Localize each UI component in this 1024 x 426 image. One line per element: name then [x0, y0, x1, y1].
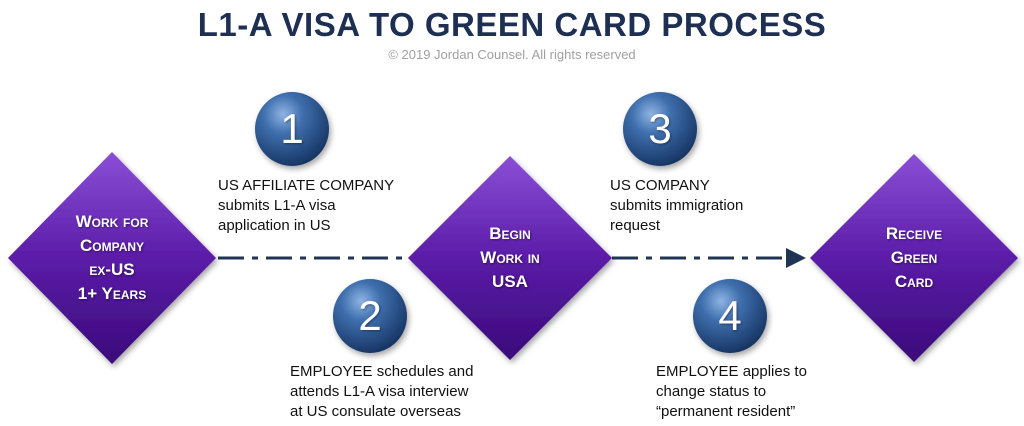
stage-label-work-ex-us: Work for Company ex-US 1+ Years — [52, 210, 172, 306]
stage-label-line: USA — [492, 272, 528, 291]
connector-arrowhead — [786, 248, 806, 268]
step-description-2: EMPLOYEE schedules and attends L1-A visa… — [290, 362, 473, 422]
step-description-line: attends L1-A visa interview — [290, 383, 469, 400]
stage-diamond-green-card — [810, 154, 1018, 362]
step-description-line: “permanent resident” — [656, 403, 796, 420]
step-description-line: US COMPANY — [610, 177, 710, 194]
stage-label-begin-work: Begin Work in USA — [450, 222, 570, 294]
stage-label-line: Work for — [75, 212, 149, 231]
step-circle-2 — [333, 279, 407, 353]
stage-label-green-card: Receive Green Card — [854, 222, 974, 294]
page-title: L1-A VISA TO GREEN CARD PROCESS — [197, 6, 827, 43]
stage-label-line: ex-US — [89, 260, 135, 279]
step-circle-1 — [255, 92, 329, 166]
step-number-2: 2 — [358, 292, 382, 339]
step-description-line: at US consulate overseas — [290, 403, 461, 420]
step-description-line: change status to — [656, 383, 767, 400]
step-description-line: submits L1-A visa — [218, 197, 336, 214]
step-description-line: request — [610, 217, 661, 234]
stage-diamond-work-ex-us — [8, 152, 216, 364]
stage-label-line: Card — [894, 272, 934, 291]
copyright-notice: © 2019 Jordan Counsel. All rights reserv… — [388, 47, 636, 62]
stage-label-line: Work in — [480, 248, 540, 267]
step-circle-3 — [623, 92, 697, 166]
stage-label-line: Receive — [885, 224, 943, 243]
step-description-1: US AFFILIATE COMPANY submits L1-A visa a… — [218, 176, 394, 236]
step-description-line: submits immigration — [610, 197, 744, 214]
step-number-4: 4 — [718, 292, 742, 339]
step-description-line: EMPLOYEE applies to — [656, 363, 807, 380]
step-number-1: 1 — [280, 105, 304, 152]
step-description-line: application in US — [218, 217, 331, 234]
step-description-line: EMPLOYEE schedules and — [290, 363, 474, 380]
stage-label-line: 1+ Years — [77, 284, 147, 303]
step-circle-4 — [693, 279, 767, 353]
step-number-3: 3 — [648, 105, 672, 152]
stage-label-line: Begin — [489, 224, 531, 243]
step-description-line: US AFFILIATE COMPANY — [218, 177, 395, 194]
stage-diamond-begin-work — [408, 156, 612, 360]
step-description-4: EMPLOYEE applies to change status to “pe… — [656, 362, 807, 422]
stage-label-line: Green — [890, 248, 938, 267]
stage-label-line: Company — [79, 236, 145, 255]
step-description-3: US COMPANY submits immigration request — [610, 176, 743, 236]
